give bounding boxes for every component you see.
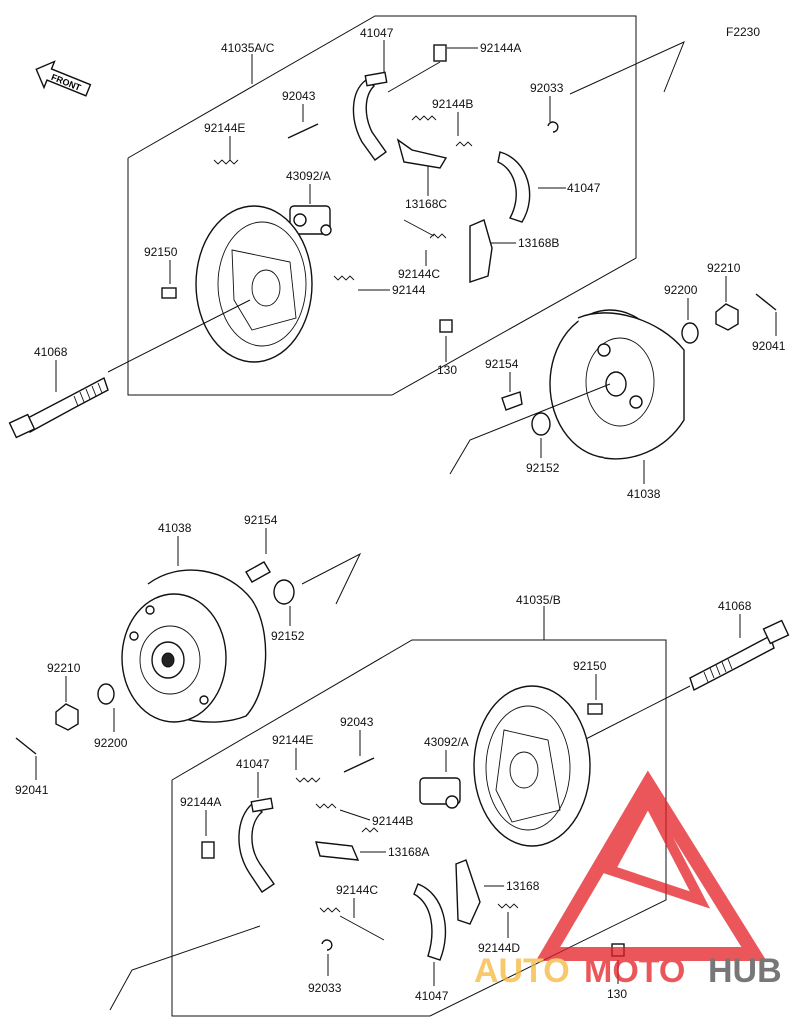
backing-plate-bottom [473, 685, 591, 847]
lever-c-top [396, 138, 448, 169]
spring-b-bottom [315, 803, 337, 809]
label-bottom-92144b: 92144B [372, 814, 413, 828]
brake-drum-bottom [121, 569, 267, 723]
seal-top [531, 412, 551, 436]
label-top-92144b: 92144B [432, 97, 473, 111]
clip-a-bottom [201, 841, 215, 859]
label-bottom-41038: 41038 [158, 521, 192, 535]
label-top-130: 130 [437, 363, 457, 377]
label-bottom-92200: 92200 [94, 736, 128, 750]
watermark-triangle-icon [535, 770, 767, 961]
label-bottom-13168a: 13168A [388, 845, 429, 859]
label-top-92043: 92043 [282, 89, 316, 103]
label-top-92152: 92152 [526, 461, 560, 475]
brake-shoe-upper [352, 79, 387, 161]
label-top-92150: 92150 [144, 245, 178, 259]
axle-top [8, 376, 109, 439]
label-top-92154: 92154 [485, 357, 519, 371]
label-bottom-130: 130 [607, 987, 627, 1001]
brake-shoe-right [497, 151, 531, 223]
axle-bottom [689, 619, 790, 692]
label-bottom-41068: 41068 [718, 599, 752, 613]
label-top-92041: 92041 [752, 339, 786, 353]
label-bottom-92150: 92150 [573, 659, 607, 673]
label-top-92200: 92200 [664, 283, 698, 297]
watermark-auto: AUTO [474, 952, 570, 990]
label-top-41068: 41068 [34, 345, 68, 359]
brake-shoe-bottom [413, 883, 447, 961]
bolt-top [161, 287, 177, 299]
label-bottom-92152: 92152 [271, 629, 305, 643]
label-bottom-92033: 92033 [308, 981, 342, 995]
label-top-92144a: 92144A [480, 41, 521, 55]
label-top-92144: 92144 [392, 283, 426, 297]
washer-bottom [97, 683, 115, 705]
bottom-group-frame [171, 639, 667, 1017]
pin-bottom [343, 757, 375, 773]
spring-b-top [411, 115, 437, 121]
ring-bottom [321, 939, 333, 951]
label-bottom-13168: 13168 [506, 879, 540, 893]
brake-shoe-left [238, 803, 275, 893]
spring-e-top [213, 159, 239, 165]
nut-bottom [55, 703, 79, 731]
ring-top [547, 121, 559, 133]
label-top-92210: 92210 [707, 261, 741, 275]
watermark-logo: AUTO MOTO HUB [474, 770, 782, 990]
label-bottom-92144a: 92144A [180, 795, 221, 809]
label-bottom-92144d: 92144D [478, 941, 520, 955]
label-top-92144e: 92144E [204, 121, 245, 135]
cotter-bottom [15, 737, 37, 755]
wheel-cylinder-top [289, 205, 331, 235]
label-bottom-92210: 92210 [47, 661, 81, 675]
label-top-13168b: 13168B [518, 236, 559, 250]
label-bottom-92144e: 92144E [272, 733, 313, 747]
cotter-top [755, 293, 777, 311]
spring-top [333, 275, 355, 281]
bottom-assembly: 41038 92154 92152 92210 92200 [15, 513, 790, 1017]
lever-a-bottom [315, 841, 360, 861]
lever-b-top [469, 219, 493, 283]
spring-c-bottom [319, 907, 341, 913]
clip-a-top [433, 44, 447, 62]
seal-bottom [273, 579, 295, 605]
label-top-43092a: 43092/A [286, 169, 331, 183]
top-assembly: 41035A/C 41047 92144A 92043 92144B 92144… [8, 15, 786, 501]
nut-top [715, 303, 739, 331]
backing-plate-top [195, 205, 313, 363]
label-top-13168c: 13168C [405, 197, 447, 211]
lever-bottom [455, 859, 481, 925]
hub-bolt-top [501, 391, 523, 411]
label-41035b: 41035/B [516, 593, 561, 607]
front-arrow-icon: FRONT [35, 60, 92, 97]
top-group-frame [127, 15, 637, 396]
nipple-top [439, 319, 453, 333]
watermark-hub: HUB [708, 952, 782, 990]
spring-e-bottom [295, 777, 321, 783]
label-top-41047-right: 41047 [567, 181, 601, 195]
washer-top [681, 322, 699, 344]
watermark-moto: MOTO [584, 952, 685, 990]
brake-drum-top [549, 309, 685, 460]
figure-code: F2230 [726, 25, 760, 39]
label-bottom-92144c: 92144C [336, 883, 378, 897]
label-bottom-92154: 92154 [244, 513, 278, 527]
label-bottom-41047-bottom: 41047 [415, 989, 449, 1003]
label-top-41038: 41038 [627, 487, 661, 501]
hub-bolt-bottom [245, 561, 271, 583]
label-top-92144c: 92144C [398, 267, 440, 281]
bolt-bottom [587, 703, 603, 715]
pin-top [287, 123, 319, 139]
label-41035ac: 41035A/C [221, 41, 275, 55]
label-top-shoe-upper: 41047 [360, 26, 394, 40]
spring-c-top [429, 233, 447, 239]
label-bottom-43092a: 43092/A [424, 735, 469, 749]
label-bottom-92043: 92043 [340, 715, 374, 729]
label-top-92033: 92033 [530, 81, 564, 95]
spring-d-bottom [497, 903, 519, 909]
label-bottom-41047-left: 41047 [236, 757, 270, 771]
label-bottom-92041: 92041 [15, 783, 49, 797]
